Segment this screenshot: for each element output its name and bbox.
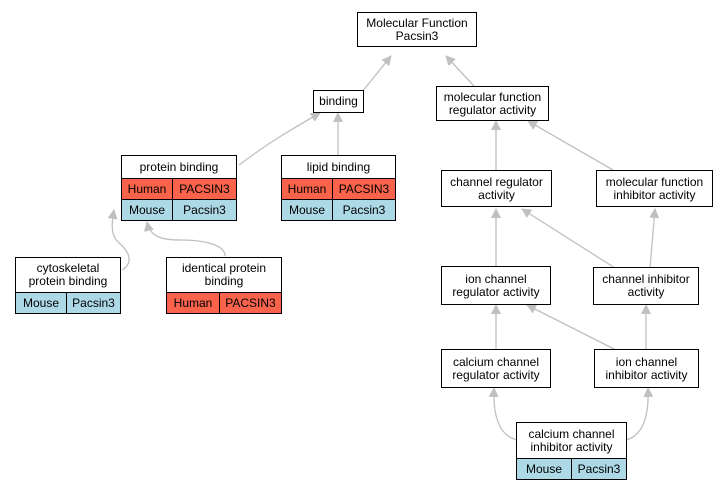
edge-cytoskeletal-to-protein-binding (107, 209, 130, 271)
node-label-line: inhibitor activity (605, 367, 688, 382)
gene-label: PACSIN3 (338, 182, 390, 196)
gene-label: PACSIN3 (225, 296, 276, 310)
species-label: Human (282, 179, 333, 199)
node-channel-regulator-activity: channel regulator activity (441, 170, 552, 207)
node-label-line: calcium channel (452, 354, 540, 369)
species-label: Mouse (122, 200, 173, 220)
edge-mf-inhibitor-to-mf-regulator (527, 120, 614, 171)
node-label-line: identical protein (181, 261, 267, 275)
node-label-line: molecular function (605, 174, 704, 189)
node-lipid-binding: lipid binding Human PACSIN3 Mouse Pacsin… (281, 155, 396, 221)
node-binding: binding (313, 90, 364, 113)
node-label-line: ion channel (465, 271, 527, 286)
edge-calcium-inhibitor-to-ion-inhibitor (625, 387, 654, 441)
edge-channel-inhibitor-to-channel-regulator (521, 208, 616, 269)
node-label-line: regulator activity (448, 102, 537, 117)
node-label-line: molecular function (443, 89, 542, 104)
gene-label: Pacsin3 (577, 462, 621, 476)
organism-row-human: Human PACSIN3 (167, 292, 281, 313)
node-label-line: binding (319, 94, 358, 108)
species-label: Mouse (16, 293, 67, 313)
node-label-line: activity (627, 285, 665, 299)
node-label-line: Molecular Function (366, 15, 468, 30)
edge-identical-to-protein-binding (144, 221, 226, 257)
species-label: Human (122, 179, 173, 199)
node-label-line: activity (478, 187, 515, 202)
node-molecular-function-pacsin3: Molecular Function Pacsin3 (357, 12, 477, 47)
node-label-line: protein binding (28, 274, 108, 288)
organism-row-human: Human PACSIN3 (122, 178, 236, 199)
node-label-line: lipid binding (306, 159, 371, 174)
node-label-line: cytoskeletal (36, 261, 100, 275)
edge-mf-regulator-to-root (445, 55, 475, 87)
node-label-line: channel regulator (450, 174, 543, 189)
edge-protein-binding-to-binding (238, 112, 321, 166)
edge-binding-to-root (361, 55, 392, 93)
node-cytoskeletal-protein-binding: cytoskeletal protein binding Mouse Pacsi… (15, 257, 121, 314)
node-channel-inhibitor-activity: channel inhibitor activity (593, 267, 699, 305)
gene-label: Pacsin3 (183, 203, 226, 217)
organism-row-human: Human PACSIN3 (282, 178, 395, 199)
edge-channel-inhibitor-to-mf-inhibitor (649, 208, 660, 269)
node-label-line: ion channel (615, 354, 678, 369)
node-label-line: binding (204, 274, 244, 288)
node-molecular-function-regulator-activity: molecular function regulator activity (436, 86, 549, 121)
gene-label: PACSIN3 (179, 182, 230, 196)
node-calcium-channel-regulator-activity: calcium channel regulator activity (441, 349, 551, 388)
node-label-line: protein binding (139, 159, 219, 174)
node-calcium-channel-inhibitor-activity: calcium channel inhibitor activity Mouse… (516, 422, 627, 480)
node-ion-channel-regulator-activity: ion channel regulator activity (441, 266, 551, 305)
edge-calcium-inhibitor-to-calcium-regulator (488, 387, 518, 441)
node-label-line: regulator activity (452, 367, 540, 382)
node-ion-channel-inhibitor-activity: ion channel inhibitor activity (594, 349, 699, 388)
species-label: Mouse (517, 459, 572, 479)
gene-label: Pacsin3 (72, 296, 115, 310)
node-identical-protein-binding: identical protein binding Human PACSIN3 (166, 257, 282, 314)
node-label-line: inhibitor activity (530, 439, 613, 454)
gene-label: Pacsin3 (342, 203, 386, 217)
node-label-line: channel inhibitor (602, 272, 690, 286)
node-molecular-function-inhibitor-activity: molecular function inhibitor activity (596, 170, 713, 207)
edge-ion-inhibitor-to-ion-regulator (526, 304, 617, 351)
organism-row-mouse: Mouse Pacsin3 (16, 292, 120, 313)
species-label: Human (167, 293, 220, 313)
node-label-line: Pacsin3 (395, 28, 439, 43)
node-protein-binding: protein binding Human PACSIN3 Mouse Pacs… (121, 155, 237, 221)
organism-row-mouse: Mouse Pacsin3 (282, 199, 395, 220)
node-label-line: inhibitor activity (613, 187, 696, 202)
node-label-line: calcium channel (528, 426, 615, 441)
node-label-line: regulator activity (452, 284, 540, 299)
species-label: Mouse (282, 200, 333, 220)
organism-row-mouse: Mouse Pacsin3 (517, 458, 626, 479)
organism-row-mouse: Mouse Pacsin3 (122, 199, 236, 220)
